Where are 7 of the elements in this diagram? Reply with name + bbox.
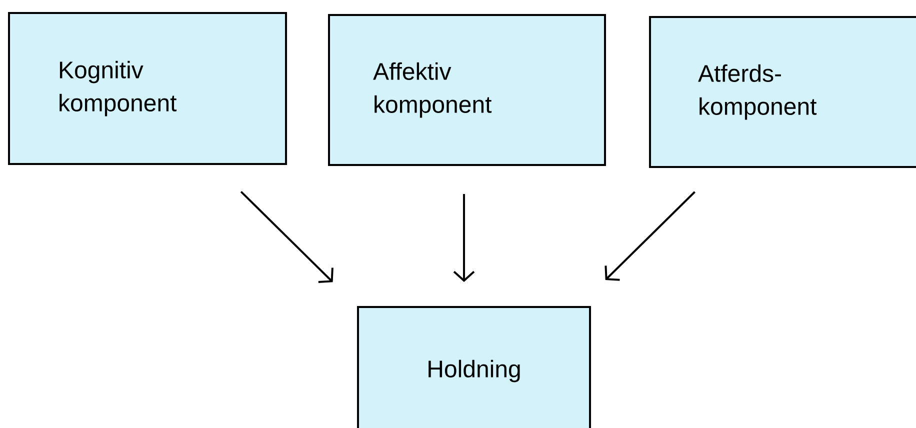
arrow: [604, 191, 696, 281]
component-box: Kognitiv komponent: [8, 12, 287, 165]
arrow: [240, 190, 334, 283]
arrow: [453, 194, 475, 282]
component-box: Affektiv komponent: [328, 14, 606, 166]
component-box: Holdning: [357, 306, 591, 428]
component-box: Atferds- komponent: [649, 16, 916, 168]
